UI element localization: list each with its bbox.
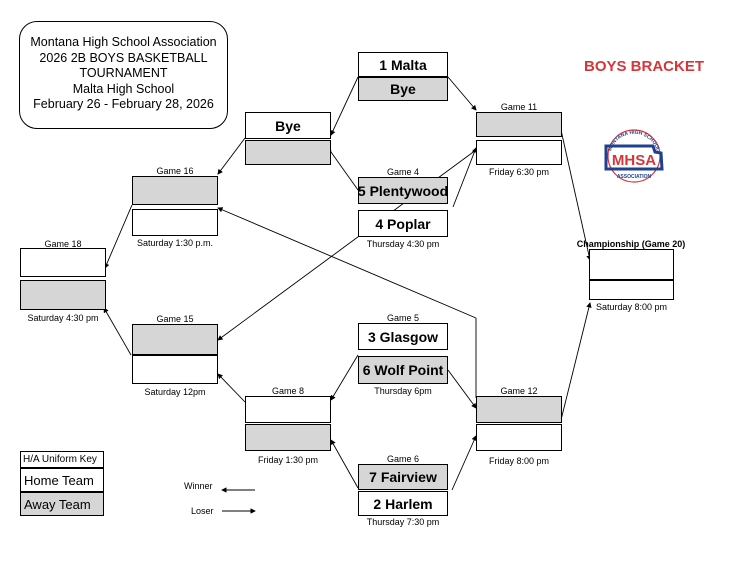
host-school: Malta High School [72, 81, 175, 96]
championship-slot-away [589, 280, 674, 300]
line-game4-winner-to-game11 [452, 147, 477, 208]
championship-time: Saturday 8:00 pm [595, 302, 668, 312]
line-game8-to-game15 [217, 373, 246, 403]
game16-time: Saturday 1:30 p.m. [136, 238, 214, 248]
team-slot-wolf-point: 6 Wolf Point [358, 356, 448, 384]
game4-label: Game 4 [386, 167, 419, 177]
legend-winner-label: Winner [184, 481, 213, 491]
game4-time: Thursday 4:30 pm [366, 239, 440, 249]
empty-slot-bye-away [245, 140, 331, 165]
mhsa-logo: MONTANA HIGH SCHOOL MHSA ASSOCIATION [604, 129, 664, 183]
game15-time: Saturday 12pm [144, 387, 206, 397]
team-slot-harlem: 2 Harlem [358, 491, 448, 516]
line-game11-to-championship [560, 129, 592, 261]
line-game5-loser-to-game8 [330, 354, 359, 401]
line-malta-to-game11 [447, 76, 477, 111]
game18-label: Game 18 [44, 239, 82, 249]
tournament-info-box: Montana High School Association 2026 2B … [19, 21, 228, 129]
logo-bottom-text: ASSOCIATION [617, 174, 652, 180]
tournament-year-title: 2026 2B BOYS BASKETBALL [39, 50, 208, 65]
game12-time: Friday 8:00 pm [488, 456, 550, 466]
tournament-dates: February 26 - February 28, 2026 [33, 97, 214, 112]
line-game5-winner-to-game12 [447, 369, 477, 409]
game12-label: Game 12 [500, 386, 538, 396]
game16-slot-home [132, 209, 218, 236]
line-game12-loser-to-game16 [217, 207, 477, 319]
game11-time: Friday 6:30 pm [488, 167, 550, 177]
game15-slot-home [132, 355, 218, 384]
game11-slot-home [476, 140, 562, 165]
line-game15-to-game18 [103, 307, 132, 356]
team-slot-bye-top: Bye [358, 77, 448, 101]
team-slot-malta: 1 Malta [358, 52, 448, 77]
uniform-key-title: H/A Uniform Key [20, 451, 104, 468]
game11-slot-away [476, 112, 562, 137]
game8-slot-home [245, 396, 331, 423]
line-game6-winner-to-game12 [451, 435, 477, 491]
logo-letters: MHSA [612, 152, 656, 169]
uniform-key-away: Away Team [20, 492, 104, 516]
game12-slot-away [476, 396, 562, 423]
tournament-word: TOURNAMENT [79, 66, 168, 81]
game11-label: Game 11 [500, 102, 538, 112]
team-slot-fairview: 7 Fairview [358, 464, 448, 490]
game18-slot-home [20, 248, 106, 277]
game5-time: Thursday 6pm [374, 386, 432, 396]
game15-label: Game 15 [156, 314, 194, 324]
bracket-title: BOYS BRACKET [584, 58, 705, 75]
game15-slot-away [132, 324, 218, 355]
game6-label: Game 6 [386, 454, 419, 464]
line-game4-loser-to-bye [326, 146, 359, 191]
team-slot-glasgow: 3 Glasgow [358, 323, 448, 350]
team-slot-bye-left: Bye [245, 112, 331, 139]
line-bye-to-game16 [217, 137, 246, 175]
game18-slot-away [20, 280, 106, 310]
game8-label: Game 8 [271, 386, 304, 396]
game6-time: Thursday 7:30 pm [366, 517, 440, 527]
game18-time: Saturday 4:30 pm [27, 313, 99, 323]
uniform-key-home: Home Team [20, 468, 104, 492]
legend-loser-label: Loser [191, 506, 214, 516]
game12-slot-home [476, 424, 562, 451]
game8-slot-away [245, 424, 331, 451]
line-game6-loser-to-game8 [330, 439, 359, 489]
championship-slot-home [589, 249, 674, 280]
team-slot-plentywood: 5 Plentywood [358, 177, 448, 204]
championship-label: Championship (Game 20) [576, 239, 686, 249]
line-malta-to-bye [330, 76, 359, 136]
game8-time: Friday 1:30 pm [257, 455, 319, 465]
game16-label: Game 16 [156, 166, 194, 176]
team-slot-poplar: 4 Poplar [358, 210, 448, 237]
montana-state-outline [604, 144, 664, 171]
line-game16-to-game18 [104, 204, 133, 269]
line-game12-to-championship [560, 302, 592, 421]
game5-label: Game 5 [386, 313, 419, 323]
game16-slot-away [132, 176, 218, 205]
association-name: Montana High School Association [30, 35, 217, 49]
